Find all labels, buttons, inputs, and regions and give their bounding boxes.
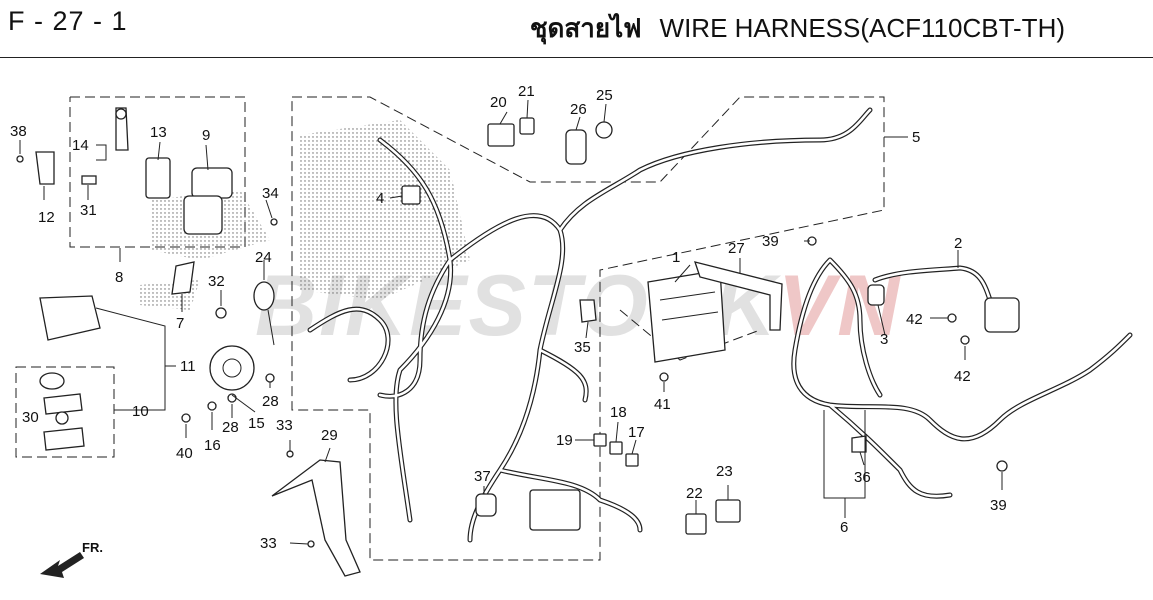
callout-label: 33 <box>260 535 277 552</box>
page-title-english: WIRE HARNESS(ACF110CBT-TH) <box>659 13 1065 43</box>
part-key-fob-unit <box>39 295 101 341</box>
callout-label: 30 <box>22 409 39 426</box>
part-fuse-18 <box>609 441 623 455</box>
callout-label: 3 <box>880 331 888 348</box>
callout-label: 29 <box>321 427 338 444</box>
callout-label: 16 <box>204 437 221 454</box>
part-horn <box>209 345 255 391</box>
callout-label: 7 <box>176 315 184 332</box>
part-relay-23 <box>715 499 741 523</box>
callout-label: 35 <box>574 339 591 356</box>
callout-label: 37 <box>474 468 491 485</box>
callout-label: 32 <box>208 273 225 290</box>
part-clip-35 <box>579 299 597 323</box>
page-title: ชุดสายไฟ WIRE HARNESS(ACF110CBT-TH) <box>530 8 1065 49</box>
callout-label: 42 <box>954 368 971 385</box>
callout-label: 22 <box>686 485 703 502</box>
callout-label: 13 <box>150 124 167 141</box>
page-code: F - 27 - 1 <box>8 6 128 36</box>
callout-label: 28 <box>222 419 239 436</box>
callout-label: 12 <box>38 209 55 226</box>
callout-label: 31 <box>80 202 97 219</box>
callout-label: 15 <box>248 415 265 432</box>
callout-label: 5 <box>912 129 920 146</box>
part-clamp-12 <box>35 151 55 185</box>
part-ignition-switch <box>183 167 233 235</box>
part-relay-4 <box>401 185 421 205</box>
callout-label: 27 <box>728 240 745 257</box>
callout-label: 1 <box>672 249 680 266</box>
part-ring-25 <box>595 121 613 139</box>
part-relay-22 <box>685 513 707 535</box>
callout-label: 42 <box>906 311 923 328</box>
callout-label: 9 <box>202 127 210 144</box>
part-relay-21 <box>519 117 535 135</box>
header-divider <box>0 57 1153 58</box>
callout-label: 8 <box>115 269 123 286</box>
main-wire-harness <box>307 107 873 543</box>
part-switch-26 <box>565 129 587 165</box>
front-direction-arrow-icon: FR. <box>40 540 103 578</box>
shaded-region <box>140 120 470 310</box>
callout-label: 34 <box>262 185 279 202</box>
callout-label: 39 <box>762 233 779 250</box>
callout-label: 17 <box>628 424 645 441</box>
ignition-coil-wire <box>872 265 993 303</box>
callout-label: 21 <box>518 83 535 100</box>
group-box-key-fob <box>15 366 115 458</box>
page-title-thai: ชุดสายไฟ <box>529 14 642 44</box>
part-ecu <box>647 269 726 363</box>
sub-wire-harness <box>791 257 1133 499</box>
callout-label: 33 <box>276 417 293 434</box>
part-sensor-24 <box>253 281 275 346</box>
callout-label: 23 <box>716 463 733 480</box>
part-ignition-coil <box>984 297 1020 333</box>
part-fuse-17 <box>625 453 639 467</box>
callout-label: 18 <box>610 404 627 421</box>
callout-label: 26 <box>570 101 587 118</box>
part-bracket-29 <box>271 459 361 577</box>
part-switch-13 <box>145 157 171 199</box>
callout-label: 24 <box>255 249 272 266</box>
part-fuse-19 <box>593 433 607 447</box>
callout-label: 2 <box>954 235 962 252</box>
callout-label: 28 <box>262 393 279 410</box>
leader-lines <box>19 99 1003 545</box>
callout-label: 4 <box>376 190 384 207</box>
part-cap-37 <box>475 493 497 517</box>
callout-label: 40 <box>176 445 193 462</box>
callout-label: 19 <box>556 432 573 449</box>
callout-label: 41 <box>654 396 671 413</box>
callout-label: 38 <box>10 123 27 140</box>
callout-label: 20 <box>490 94 507 111</box>
callout-label: 11 <box>180 358 196 375</box>
callout-label: 25 <box>596 87 613 104</box>
group-box-ecu <box>619 309 761 361</box>
callout-label: 14 <box>72 137 89 154</box>
direction-label: FR. <box>82 540 103 555</box>
part-relay-20 <box>487 123 515 147</box>
callout-label: 6 <box>840 519 848 536</box>
part-fusebox <box>529 489 581 531</box>
part-key-lever <box>115 107 129 151</box>
group-box-ignition <box>69 96 246 262</box>
callout-labels: 1 2 3 4 5 6 7 8 9 10 11 12 13 14 15 16 1… <box>10 83 1007 552</box>
part-bolts <box>16 155 1008 548</box>
part-bracket-7 <box>171 261 195 295</box>
group-box-main-harness <box>291 96 885 561</box>
callout-label: 39 <box>990 497 1007 514</box>
callout-label: 10 <box>132 403 149 420</box>
part-ecu-bracket <box>694 261 783 331</box>
part-clip-36 <box>851 435 867 453</box>
part-plug-cap <box>867 284 885 306</box>
callout-label: 36 <box>854 469 871 486</box>
part-key-fob <box>39 372 85 451</box>
